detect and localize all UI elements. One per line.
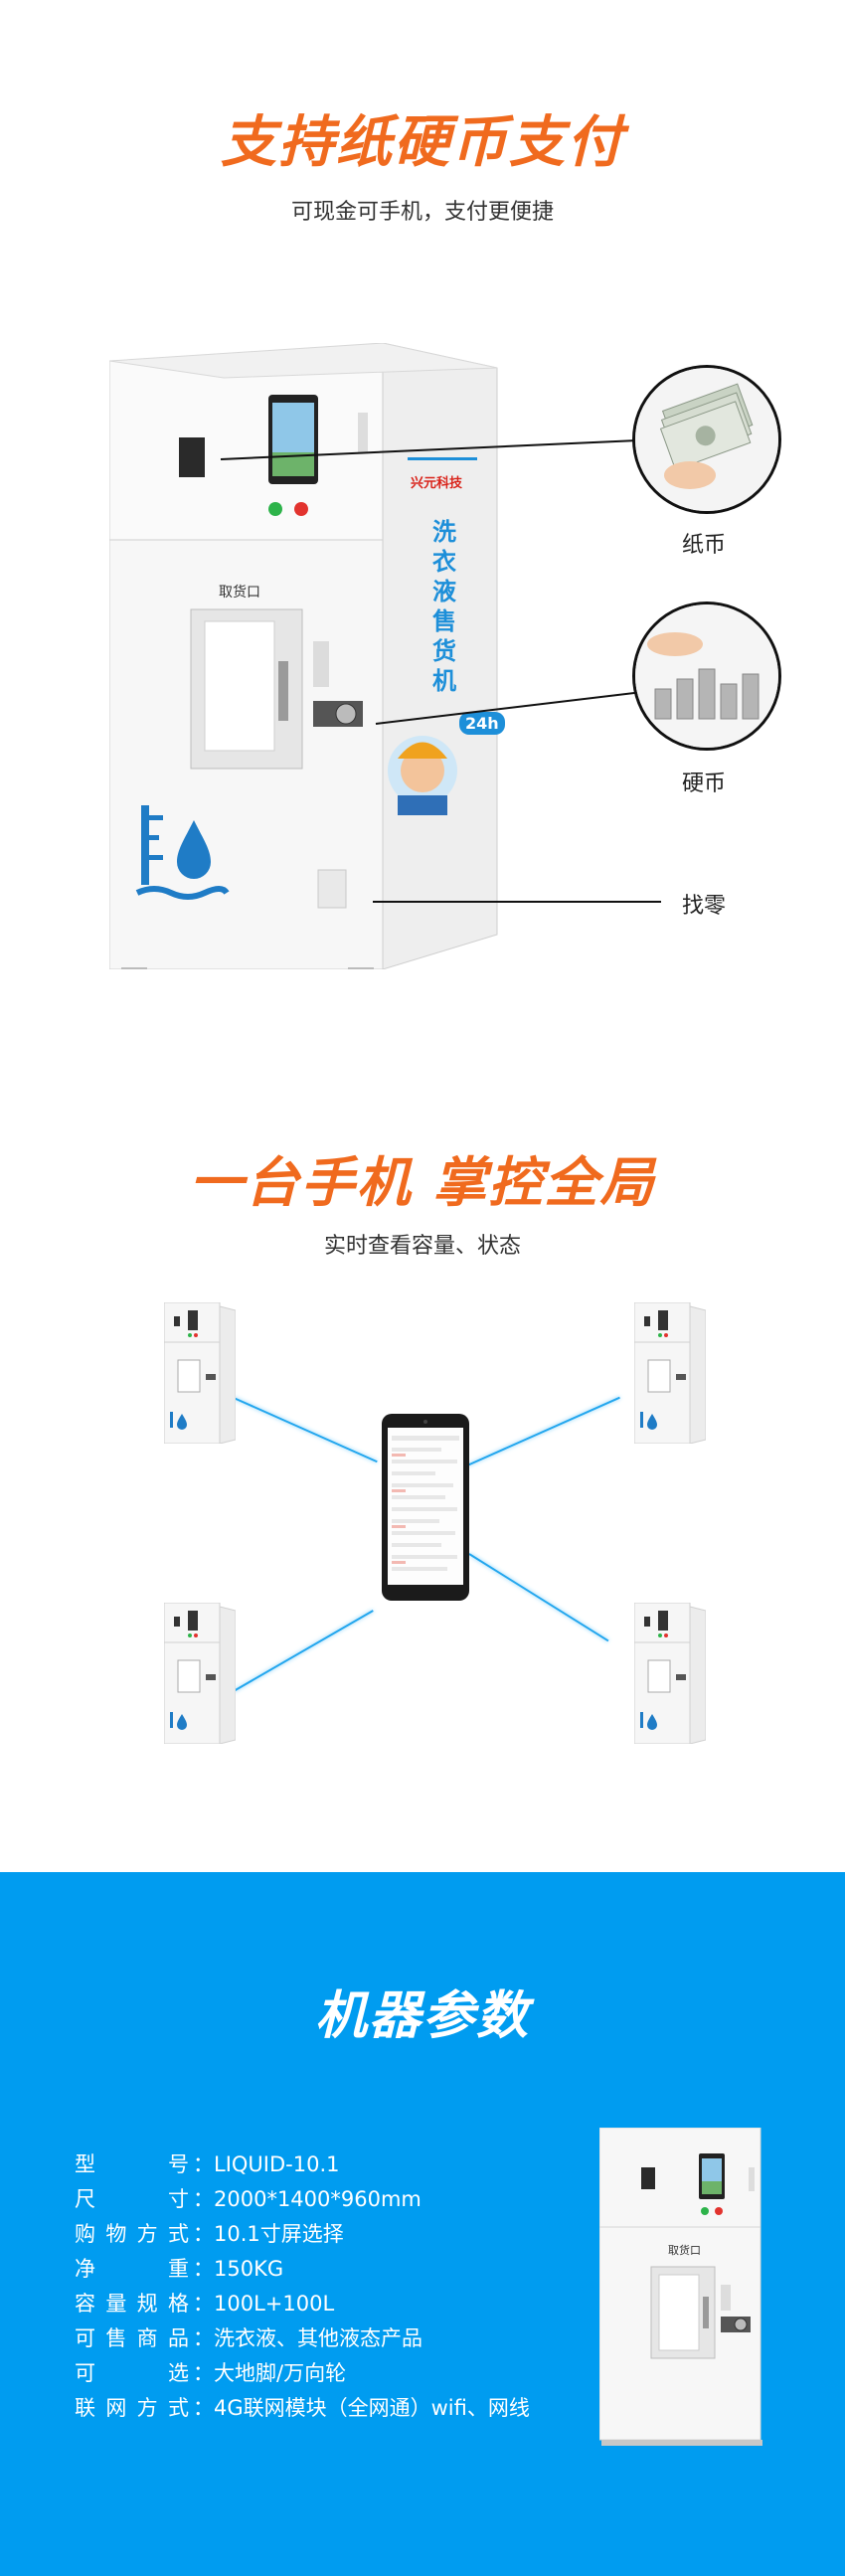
spec-key: 购物方式 [75, 2222, 189, 2246]
spec-value: LIQUID-10.1 [214, 2152, 340, 2176]
spec-key: 可售商品 [75, 2326, 189, 2350]
spec-key: 容量规格 [75, 2292, 189, 2316]
spec-value: 4G联网模块（全网通）wifi、网线 [214, 2396, 530, 2420]
spec-row: 可售商品：洗衣液、其他液态产品 [75, 2322, 422, 2352]
bill-photo [632, 365, 781, 514]
coin-photo [632, 601, 781, 751]
connection-ray [233, 1397, 378, 1463]
side-char: 洗 [432, 518, 456, 546]
section3-title: 机器参数 [314, 1986, 530, 2046]
spec-key: 联网方式 [75, 2396, 189, 2420]
machine-side-text: 洗 衣 液 售 货 机 [429, 517, 459, 696]
spec-row: 购物方式：10.1寸屏选择 [75, 2218, 344, 2248]
label-coin: 硬币 [682, 772, 727, 796]
spec-machine-image [598, 2127, 764, 2448]
spec-machine-pickup-label: 取货口 [668, 2244, 701, 2257]
spec-row: 容量规格：100L+100L [75, 2288, 334, 2318]
spec-value: 10.1寸屏选择 [214, 2222, 344, 2246]
section1-title: 支持纸硬币支付 [221, 110, 624, 175]
spec-value: 洗衣液、其他液态产品 [214, 2326, 422, 2350]
mini-machine-bottom-right [633, 1602, 707, 1745]
side-char: 液 [432, 578, 456, 605]
mini-machine-top-right [633, 1301, 707, 1445]
mini-machine-top-left [163, 1301, 237, 1445]
spec-row: 型号：LIQUID-10.1 [75, 2148, 340, 2178]
connection-ray [233, 1610, 374, 1692]
spec-row: 联网方式：4G联网模块（全网通）wifi、网线 [75, 2392, 530, 2422]
spec-value: 100L+100L [214, 2292, 335, 2316]
section1-subtitle: 可现金可手机，支付更便捷 [290, 200, 554, 225]
mini-machine-bottom-left [163, 1602, 237, 1745]
spec-row: 净重：150KG [75, 2253, 283, 2283]
spec-value: 大地脚/万向轮 [214, 2361, 347, 2385]
spec-key: 可选 [75, 2361, 189, 2385]
side-char: 货 [432, 637, 456, 665]
spec-key: 型号 [75, 2152, 189, 2176]
spec-row: 尺寸：2000*1400*960mm [75, 2183, 422, 2213]
section2-title: 一台手机 掌控全局 [189, 1151, 656, 1214]
section2-subtitle: 实时查看容量、状态 [323, 1234, 521, 1259]
machine-brand: 兴元科技 [411, 476, 463, 491]
label-change: 找零 [682, 894, 727, 919]
label-bill: 纸币 [682, 533, 727, 558]
spec-key: 尺寸 [75, 2187, 189, 2211]
side-char: 机 [432, 667, 456, 695]
callout-line-change [373, 901, 661, 903]
spec-key: 净重 [75, 2257, 189, 2281]
spec-value: 150KG [214, 2257, 284, 2281]
side-char: 售 [432, 607, 456, 635]
badge-24h: 24h [459, 712, 505, 735]
vending-machine-main [108, 342, 502, 973]
smartphone [382, 1414, 469, 1601]
spec-value: 2000*1400*960mm [214, 2187, 422, 2211]
spec-row: 可选：大地脚/万向轮 [75, 2357, 346, 2387]
side-char: 衣 [432, 548, 456, 576]
machine-pickup-label: 取货口 [219, 585, 260, 601]
connection-ray [466, 1396, 620, 1466]
connection-ray [468, 1553, 609, 1642]
